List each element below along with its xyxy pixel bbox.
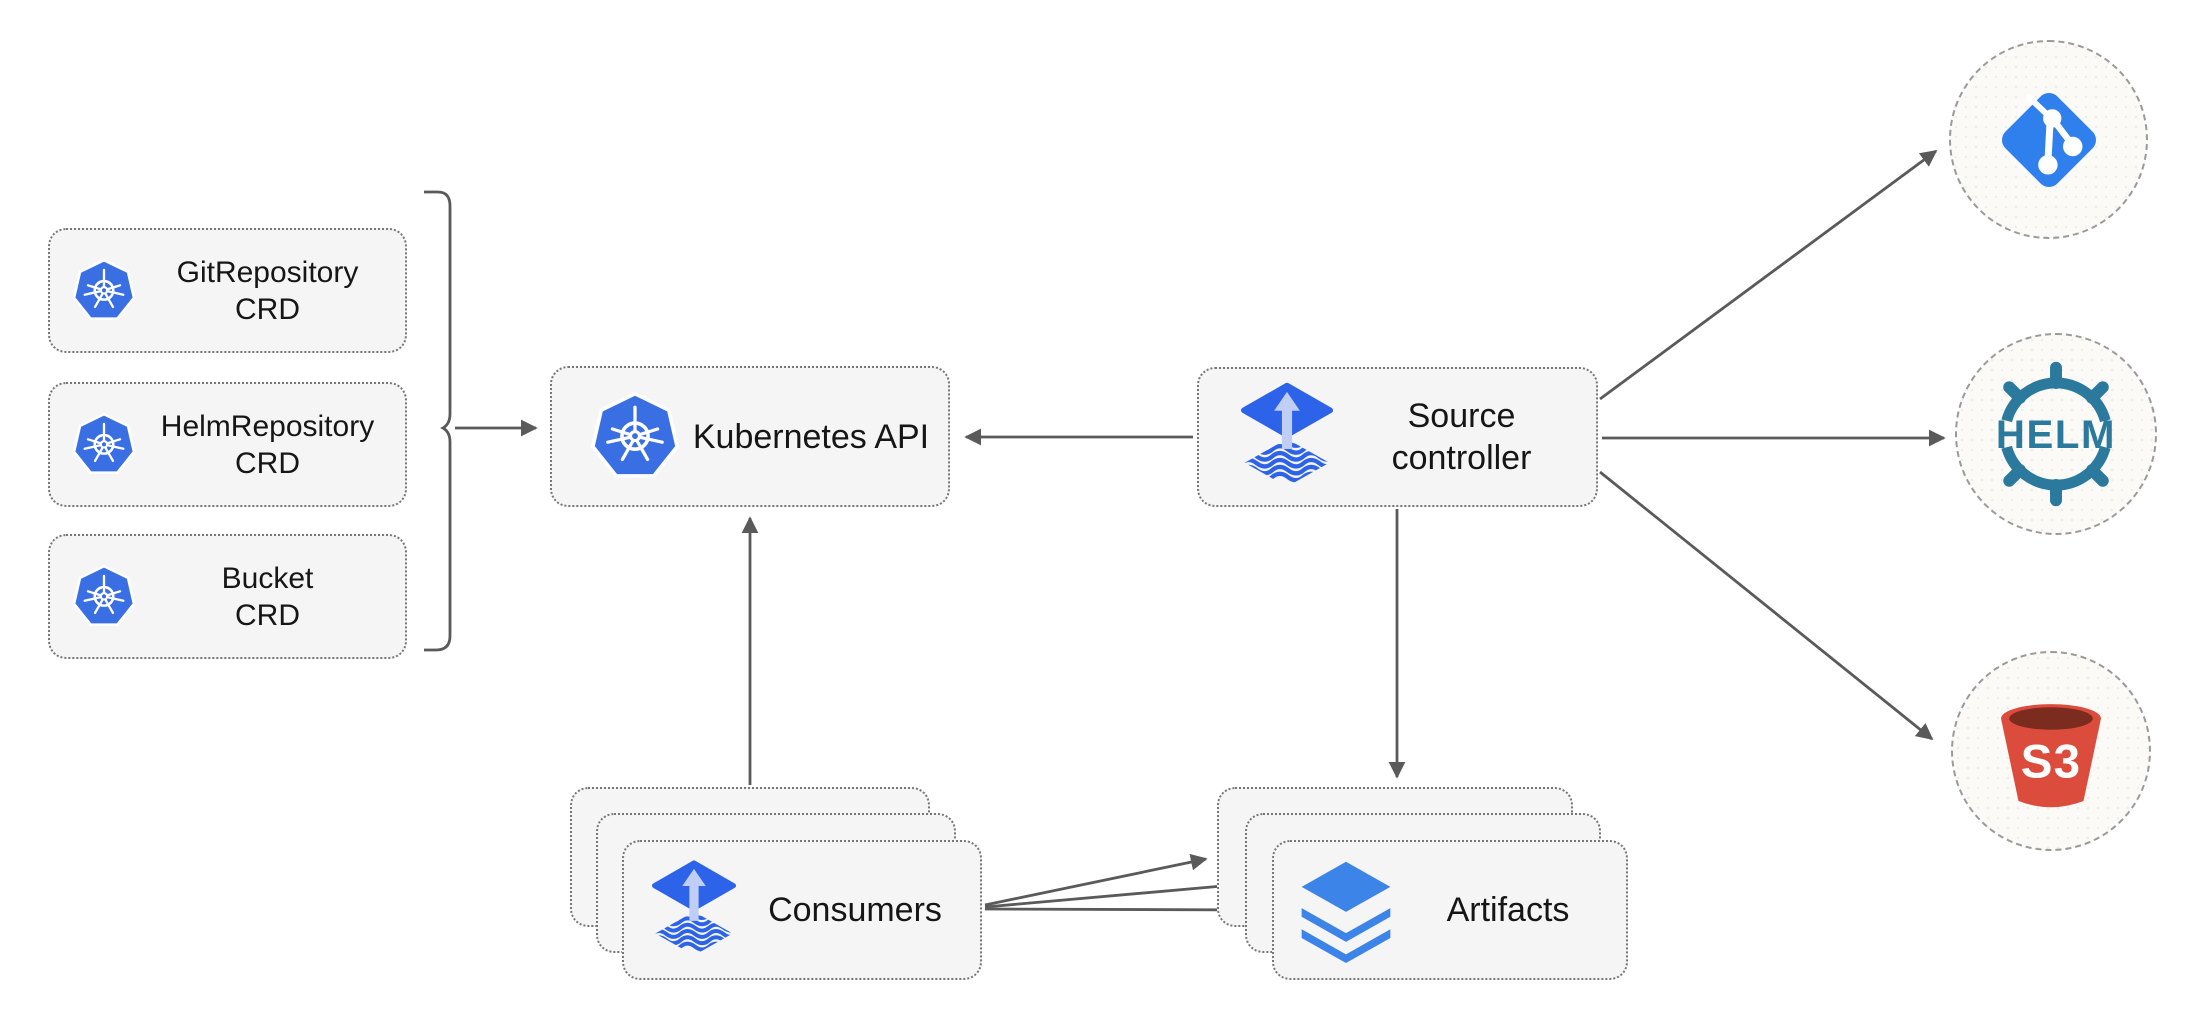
layers-icon	[1296, 856, 1396, 964]
edge-source-to-s3	[1599, 470, 1934, 741]
node-git-source	[1949, 40, 2148, 239]
node-label: HelmRepository CRD	[160, 409, 375, 480]
edge-consumers-to-artifacts-2	[984, 877, 1236, 909]
node-helm-source: HELM	[1955, 333, 2157, 535]
helm-icon: HELM	[1996, 361, 2116, 507]
kubernetes-icon	[72, 413, 136, 477]
edge-source-to-git	[1599, 149, 1938, 401]
kubernetes-icon	[590, 392, 680, 482]
node-label: GitRepository CRD	[176, 255, 359, 326]
edge-consumers-to-artifacts-3	[984, 901, 1262, 919]
node-consumers: Consumers	[622, 840, 982, 980]
node-source-controller: Source controller	[1197, 367, 1598, 507]
node-label: Consumers	[768, 891, 942, 929]
node-label: Kubernetes API	[692, 417, 930, 456]
node-label: Bucket CRD	[221, 561, 314, 632]
flux-icon	[652, 859, 736, 961]
kubernetes-icon	[72, 259, 136, 323]
kubernetes-icon	[72, 565, 136, 629]
node-label: Artifacts	[1446, 891, 1570, 929]
s3-logo-text: S3	[2021, 735, 2082, 788]
node-label: Source controller	[1391, 397, 1532, 477]
flux-icon	[1241, 381, 1333, 493]
edge-consumers-to-artifacts-1	[984, 853, 1208, 907]
git-icon	[2001, 92, 2096, 187]
s3-bucket-icon: S3	[2001, 704, 2101, 808]
node-artifacts: Artifacts	[1272, 840, 1628, 980]
helm-logo-text: HELM	[1996, 412, 2116, 457]
node-gitrepository-crd: GitRepository CRD	[48, 228, 407, 353]
node-helmrepository-crd: HelmRepository CRD	[48, 382, 407, 507]
node-bucket-crd: Bucket CRD	[48, 534, 407, 659]
crd-group-brace	[424, 190, 452, 652]
node-s3-source: S3	[1951, 651, 2151, 851]
node-kubernetes-api: Kubernetes API	[550, 366, 950, 507]
